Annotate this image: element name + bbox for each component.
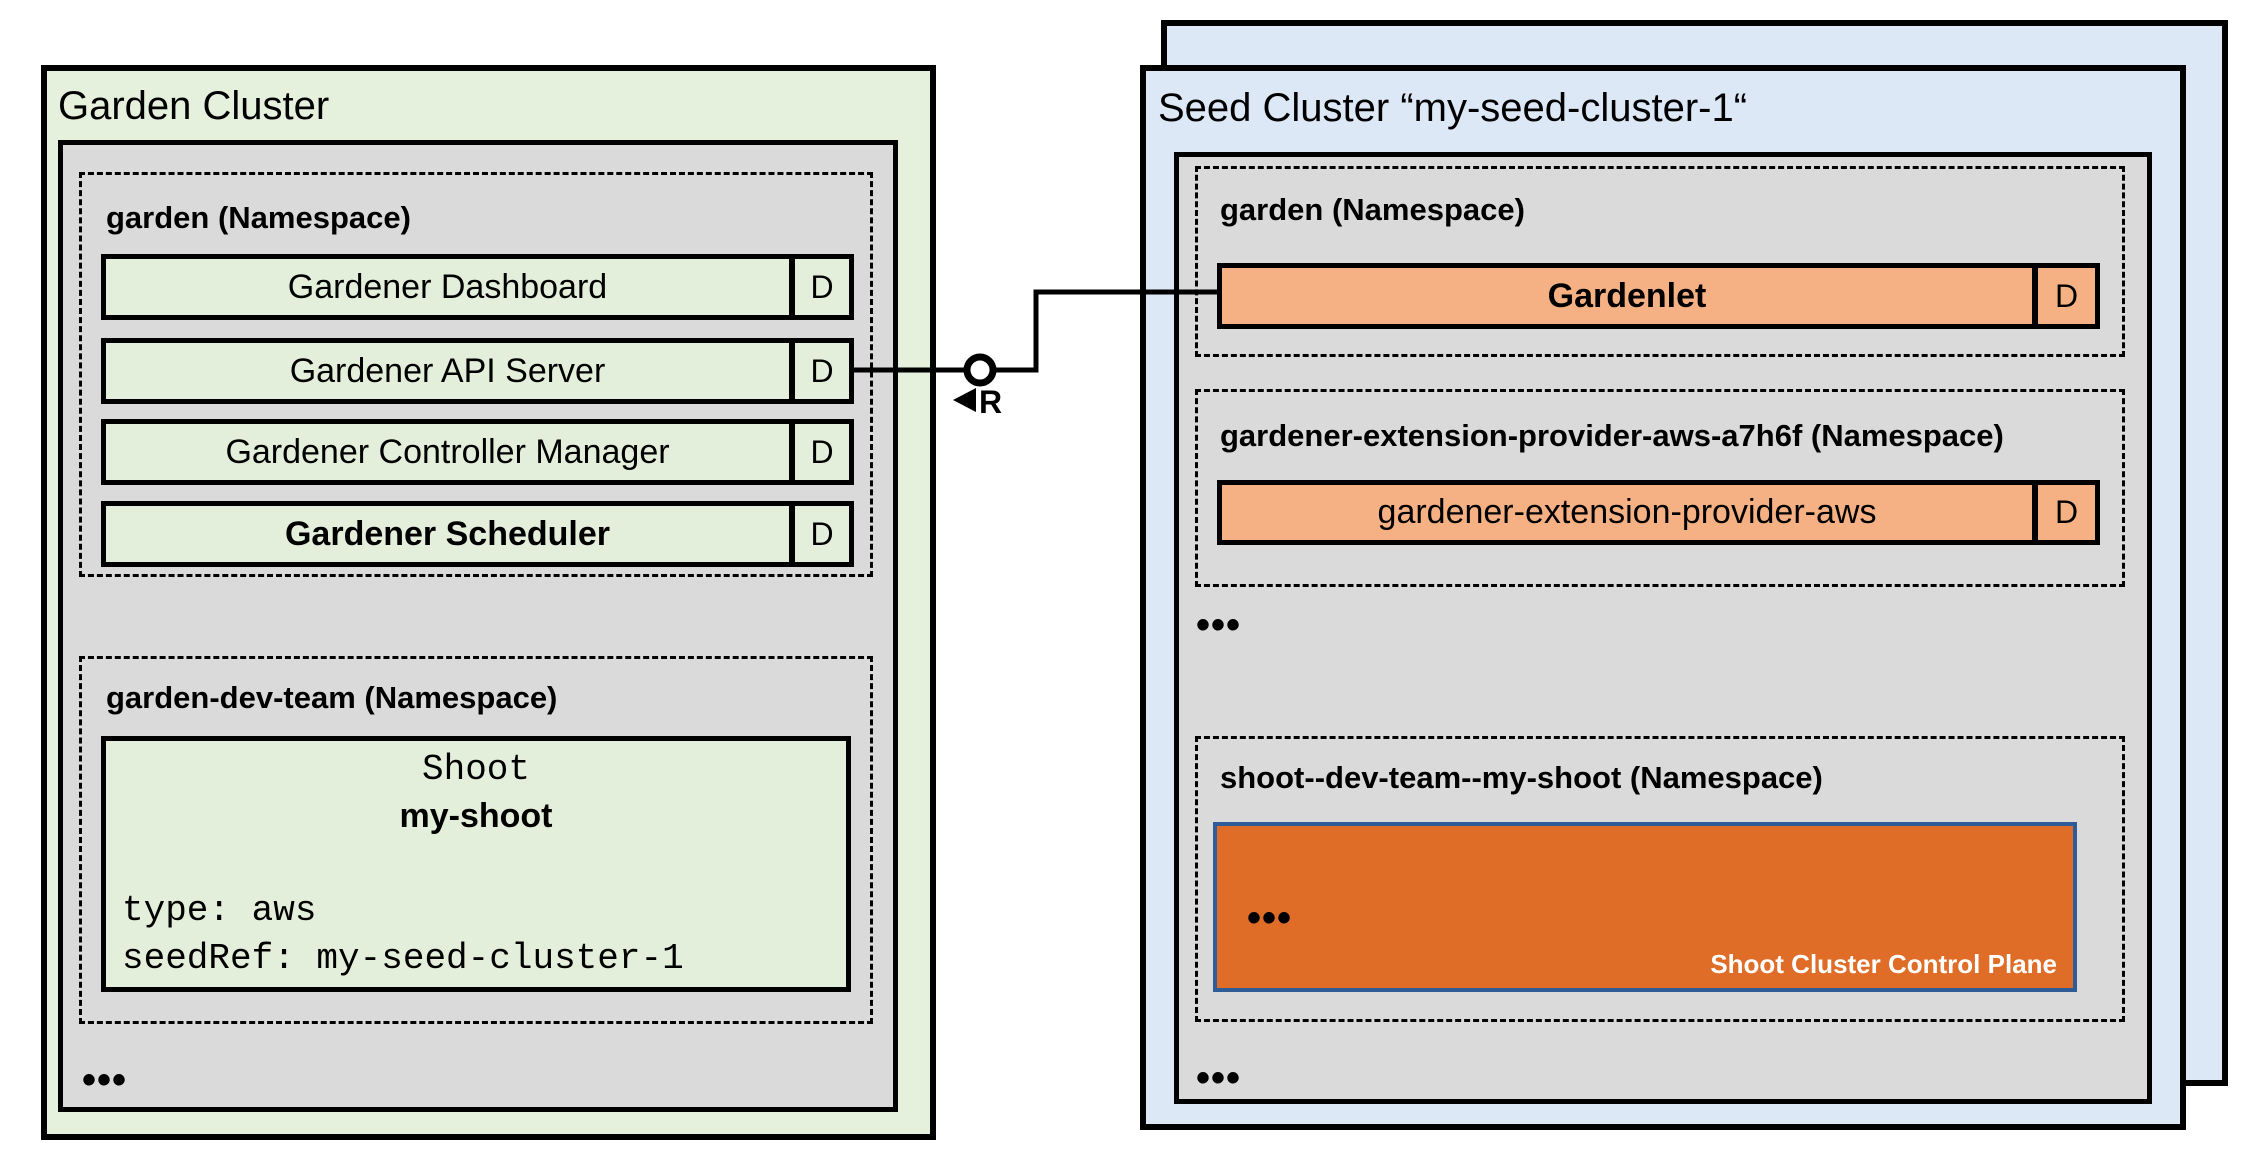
deployment-badge: D (2033, 263, 2100, 329)
deployment-badge: D (790, 338, 854, 404)
garden-cluster-title: Garden Cluster (58, 84, 330, 128)
namespace-garden-box (79, 172, 873, 577)
component-gardener-dashboard: Gardener Dashboard (101, 254, 794, 320)
component-gardener-controller-manager: Gardener Controller Manager (101, 419, 794, 485)
watch-arrow-icon (953, 388, 976, 412)
component-gardener-api-server: Gardener API Server (101, 338, 794, 404)
component-gardenlet: Gardenlet (1217, 263, 2037, 329)
component-label: Gardener Scheduler (284, 514, 610, 553)
component-label: gardener-extension-provider-aws (1377, 493, 1877, 531)
interface-lollipop-icon (963, 353, 997, 387)
seed-more-namespaces-ellipsis: ••• (1196, 1056, 1242, 1100)
component-label: Gardener Controller Manager (225, 432, 670, 471)
deployment-badge: D (790, 254, 854, 320)
seed-namespace-extension-label: gardener-extension-provider-aws-a7h6f (N… (1220, 418, 2004, 453)
shoot-resource-kind: Shoot (421, 749, 531, 790)
seed-namespace-shoot-box (1195, 736, 2125, 1022)
shoot-resource-box: Shoot my-shoot type: aws seedRef: my-see… (101, 736, 851, 992)
seed-cluster-title: Seed Cluster “my-seed-cluster-1“ (1158, 86, 1748, 130)
deployment-badge: D (790, 501, 854, 567)
shoot-resource-name: my-shoot (399, 797, 553, 835)
component-label: Gardener Dashboard (287, 267, 608, 306)
connector-interface-label: R (979, 384, 1002, 420)
deployment-badge: D (790, 419, 854, 485)
shoot-control-plane-box: ••• Shoot Cluster Control Plane (1213, 822, 2077, 992)
component-gardener-extension-provider-aws: gardener-extension-provider-aws (1217, 480, 2037, 545)
seed-namespace-garden-box (1195, 166, 2125, 357)
component-label: Gardener API Server (289, 351, 606, 390)
namespace-garden-dev-team-label: garden-dev-team (Namespace) (106, 680, 558, 715)
control-plane-caption: Shoot Cluster Control Plane (1710, 949, 2057, 979)
component-label: Gardenlet (1547, 276, 1707, 315)
namespace-garden-label: garden (Namespace) (106, 200, 411, 235)
shoot-spec-type: type: aws (122, 890, 317, 931)
seed-namespace-extension-box (1195, 389, 2125, 587)
control-plane-components-ellipsis: ••• (1247, 896, 1293, 940)
namespace-garden-dev-team-box (79, 656, 873, 1024)
component-gardener-scheduler: Gardener Scheduler (101, 501, 794, 567)
deployment-badge: D (2033, 480, 2100, 545)
seed-namespace-garden-label: garden (Namespace) (1220, 192, 1525, 227)
seed-namespace-shoot-label: shoot--dev-team--my-shoot (Namespace) (1220, 760, 1823, 795)
seed-more-extensions-ellipsis: ••• (1196, 603, 1242, 647)
garden-more-namespaces-ellipsis: ••• (82, 1058, 128, 1102)
shoot-spec-seedref: seedRef: my-seed-cluster-1 (122, 938, 684, 979)
